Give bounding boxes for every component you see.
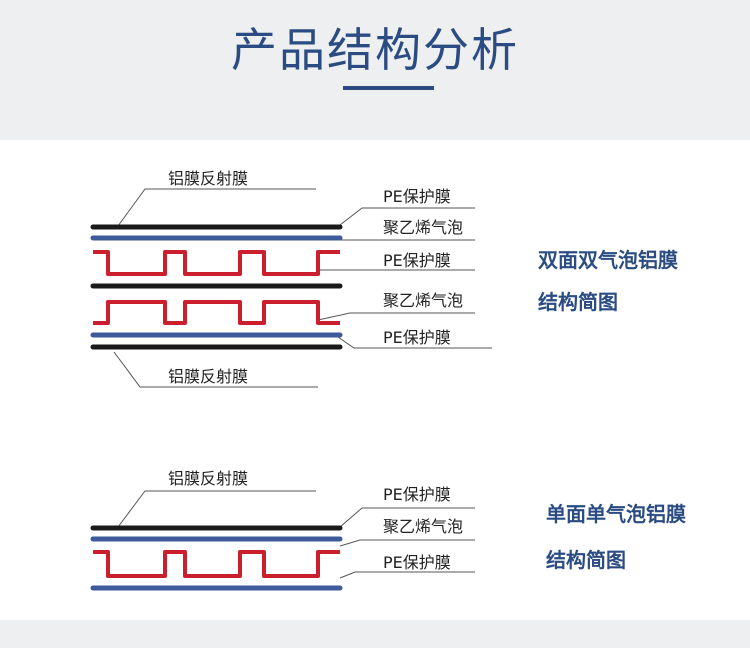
label-single-reflective-film: 铝膜反射膜 xyxy=(168,469,249,488)
label-top-reflective-film: 铝膜反射膜 xyxy=(168,169,249,188)
label-single-pe-film-1: PE保护膜 xyxy=(383,485,451,504)
page-title: 产品结构分析 xyxy=(231,23,519,77)
bubble-layer-2 xyxy=(93,300,340,325)
title-underline xyxy=(343,86,434,90)
bubble-layer-1 xyxy=(93,250,340,276)
leader-single-pe-2 xyxy=(339,571,475,579)
label-single-pe-film-2: PE保护膜 xyxy=(383,553,451,572)
leader-single-bubble xyxy=(339,539,475,547)
label-pe-film-3: PE保护膜 xyxy=(383,328,451,347)
leader-pe-3 xyxy=(337,336,492,349)
caption-single-line1: 单面单气泡铝膜 xyxy=(546,502,686,526)
caption-double-line1: 双面双气泡铝膜 xyxy=(538,248,678,272)
leader-pe-1 xyxy=(339,207,475,226)
caption-single-line2: 结构简图 xyxy=(546,548,626,572)
leader-bottom-reflective xyxy=(113,351,318,388)
leader-bubble-2 xyxy=(317,312,475,321)
label-bubble-2: 聚乙烯气泡 xyxy=(383,291,464,310)
single-bubble-layer xyxy=(93,550,340,578)
header-band: 产品结构分析 xyxy=(0,0,750,140)
caption-double-line2: 结构简图 xyxy=(538,290,618,314)
label-single-bubble: 聚乙烯气泡 xyxy=(383,517,464,536)
leader-single-top-reflective xyxy=(117,490,316,528)
leader-single-pe-1 xyxy=(339,507,475,528)
leader-top-reflective xyxy=(117,188,316,227)
label-pe-film-2: PE保护膜 xyxy=(383,251,451,270)
label-bubble-1: 聚乙烯气泡 xyxy=(383,218,464,237)
single-bubble-diagram xyxy=(90,490,475,591)
double-bubble-diagram xyxy=(90,188,492,388)
footer-band xyxy=(0,620,750,648)
label-pe-film-1: PE保护膜 xyxy=(383,187,451,206)
label-bottom-reflective-film: 铝膜反射膜 xyxy=(168,367,249,386)
